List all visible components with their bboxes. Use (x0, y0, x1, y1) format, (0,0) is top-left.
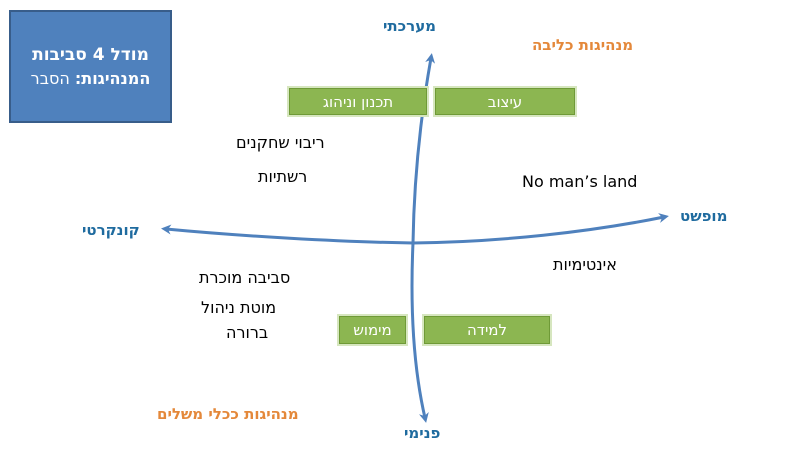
axis-label-right: מופשט (680, 207, 728, 225)
axis-label-left: קונקרטי (82, 221, 140, 239)
horizontal-axis-left (161, 224, 414, 245)
box-implementation: מימוש (339, 316, 406, 344)
note-intimacy: אינטימיות (553, 255, 617, 274)
note-management-span-2: ברורה (226, 323, 269, 342)
vertical-axis-up (411, 53, 436, 244)
model-title-box: מודל 4 סביבות המנהיגות: הסבר (9, 10, 172, 123)
box-design: עיצוב (435, 88, 575, 115)
model-title-line1: מודל 4 סביבות (32, 44, 149, 65)
axis-label-bottom: פנימי (404, 424, 441, 442)
vertical-axis-down (410, 242, 429, 423)
horizontal-axis-right (412, 213, 669, 245)
quadrant-title-complementary-leadership: מנהיגות ככלי משלים (157, 405, 299, 423)
box-learning: למידה (424, 316, 550, 344)
note-familiar-environment: סביבה מוכרת (199, 268, 291, 287)
note-multi-players: ריבוי שחקנים (236, 133, 325, 152)
note-no-mans-land: No man’s land (522, 172, 638, 191)
model-title-line2-rest: הסבר (30, 68, 75, 88)
model-title-line2: המנהיגות: הסבר (31, 67, 151, 91)
axis-label-top: מערכתי (383, 17, 437, 35)
note-management-span-1: מוטת ניהול (201, 298, 277, 317)
model-title-line2-bold: המנהיגות: (74, 68, 151, 88)
quadrant-title-core-leadership: מנהיגות כליבה (532, 36, 634, 54)
note-networks: רשתיות (258, 167, 308, 186)
box-planning: תכנון וניהוג (289, 88, 427, 115)
